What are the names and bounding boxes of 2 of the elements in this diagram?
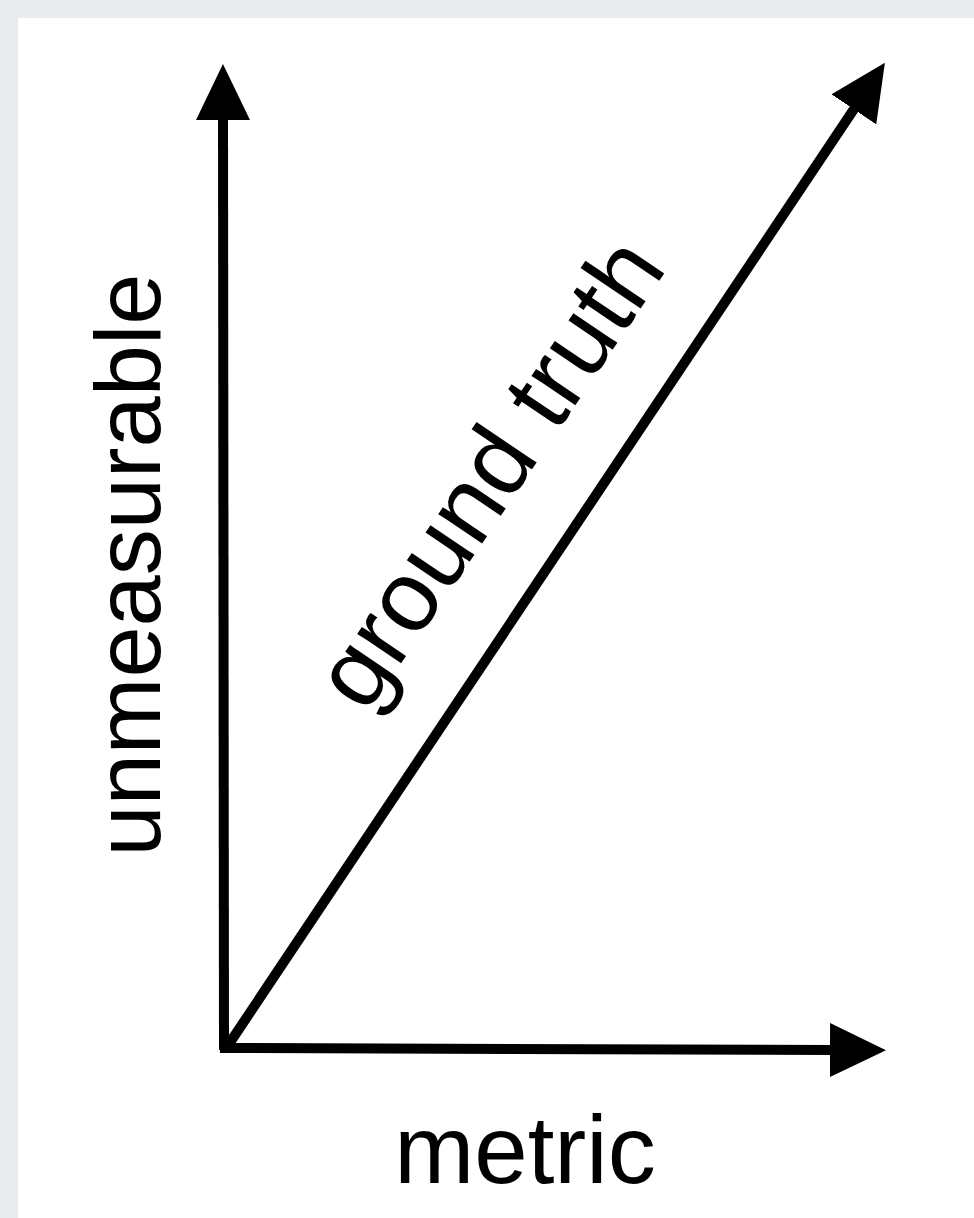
axis-label: metric (394, 1102, 656, 1198)
axis-label: unmeasurable (82, 273, 174, 857)
